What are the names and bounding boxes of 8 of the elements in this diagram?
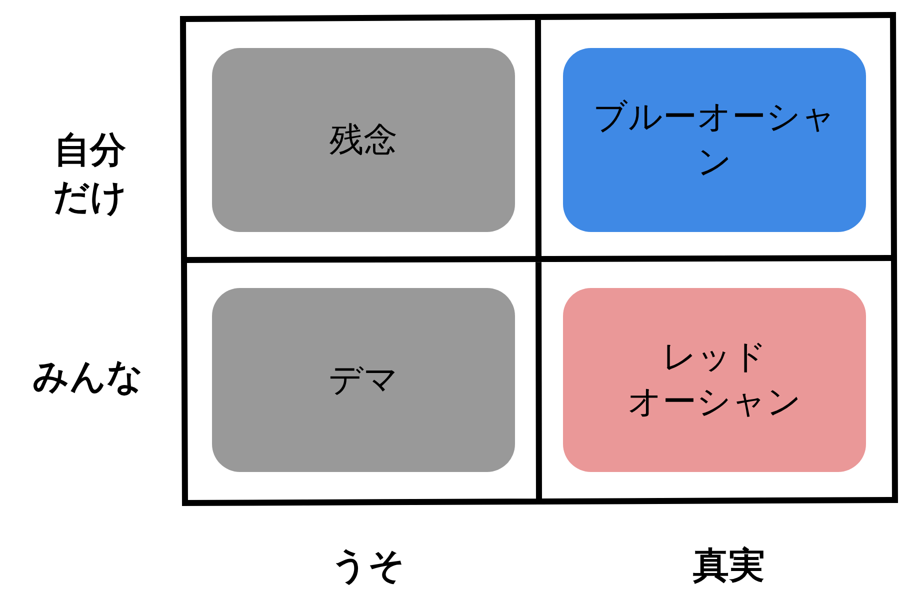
row-heading: 自分だけ (52, 128, 128, 219)
row-heading: みんな (32, 354, 144, 399)
column-heading: 真実 (693, 544, 765, 588)
quadrant-box: レッドオーシャン (563, 288, 866, 472)
quadrant-box: デマ (212, 288, 515, 472)
quadrant-box: ブルーオーシャン (563, 48, 866, 232)
quadrant-box: 残念 (212, 48, 515, 232)
column-heading: うそ (331, 544, 405, 588)
